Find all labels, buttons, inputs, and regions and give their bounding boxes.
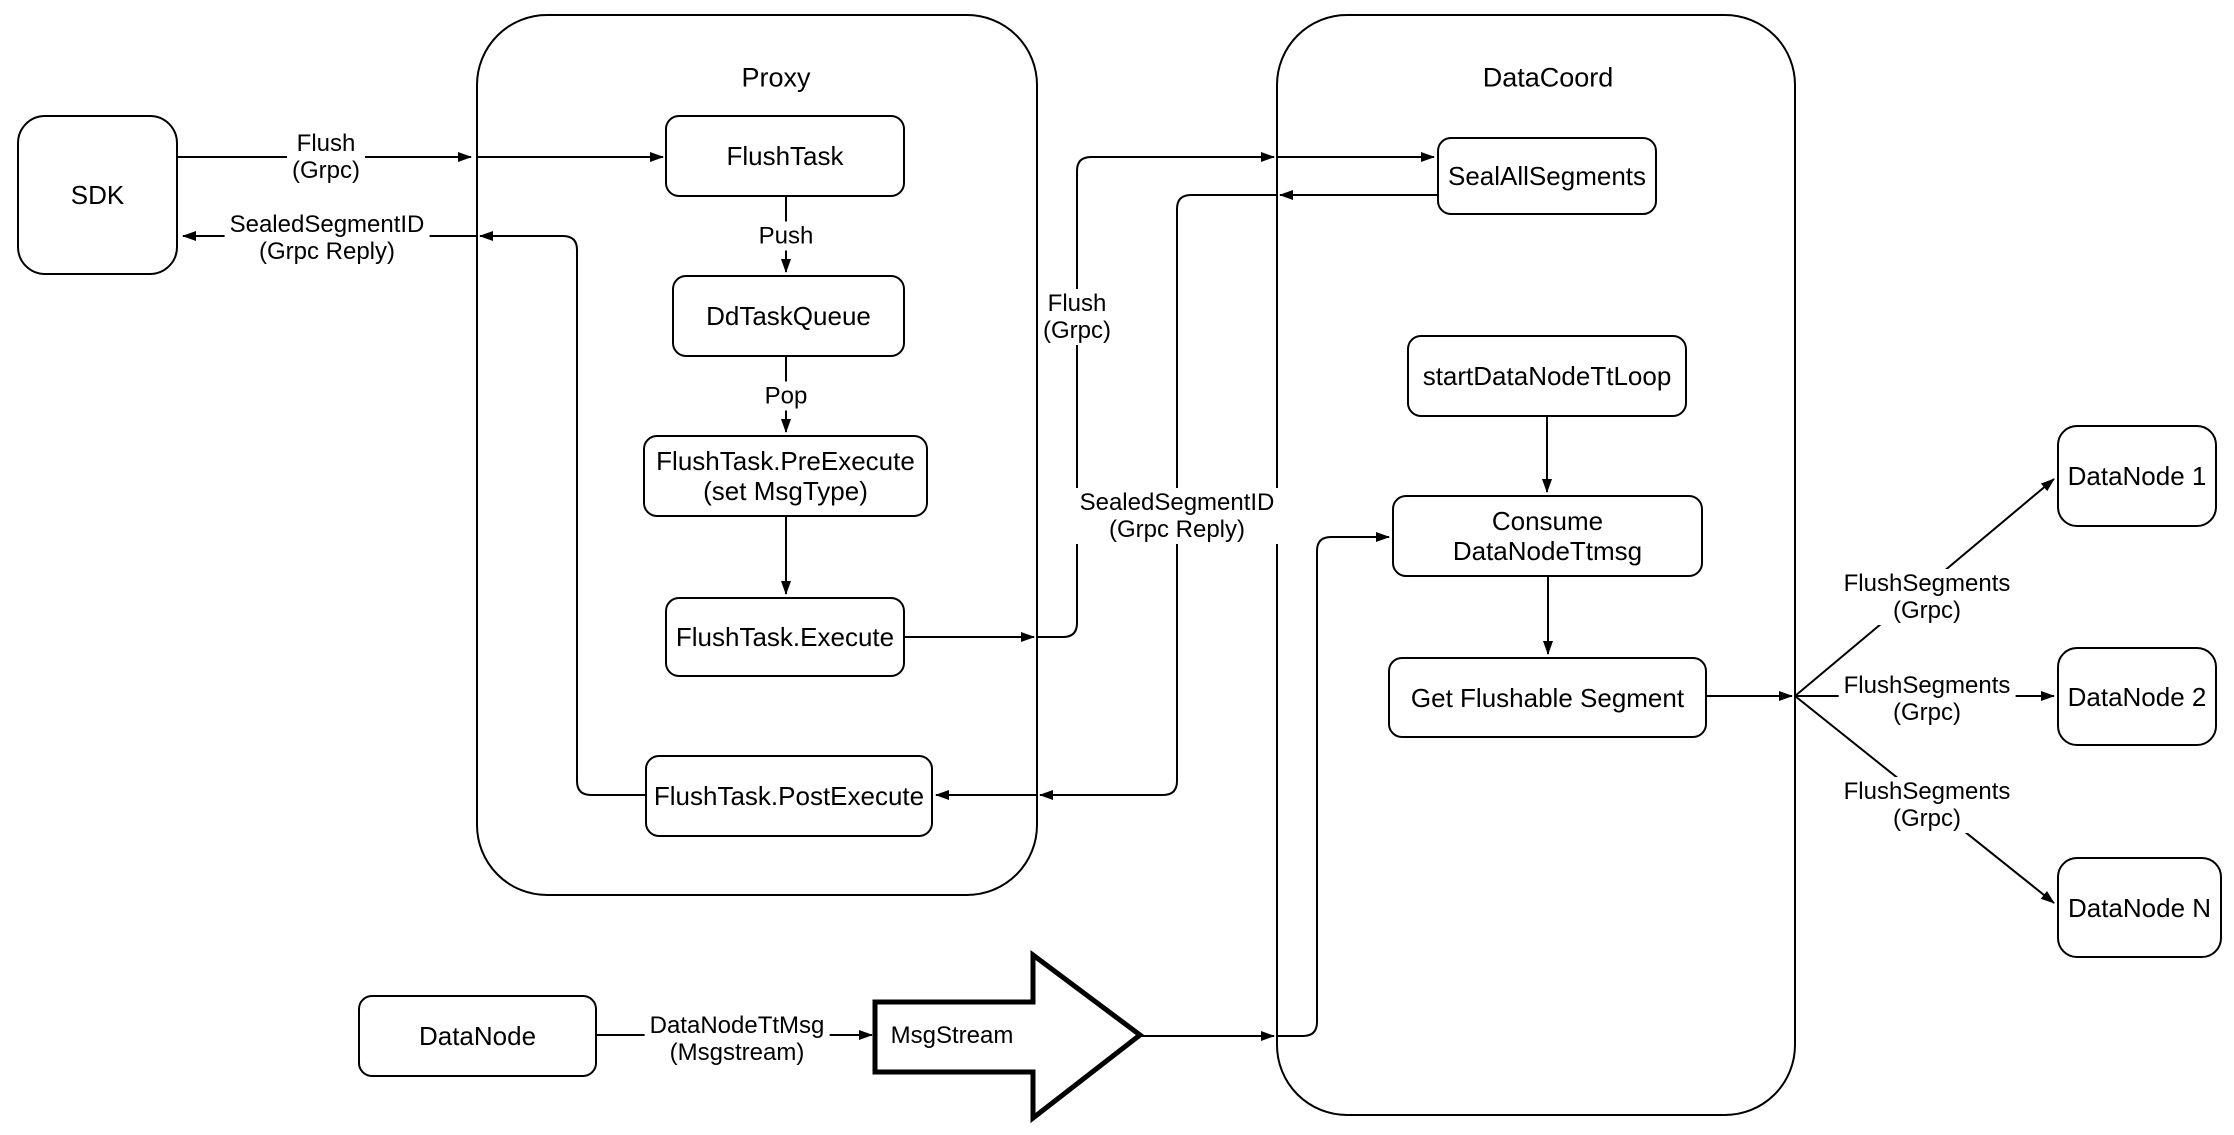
edge-label-sealedsegmentid-sdk: SealedSegmentID (Grpc Reply) xyxy=(224,210,430,266)
edge-flush-route-to-datacoord xyxy=(1037,152,1275,638)
node-datanode1-label: DataNode 1 xyxy=(2067,461,2207,491)
node-startdatanodettloop: startDataNodeTtLoop xyxy=(1407,335,1687,417)
edge-label-flushsegments-n: FlushSegments (Grpc) xyxy=(1838,777,2016,833)
node-datanoden-label: DataNode N xyxy=(2067,892,2212,923)
node-preexecute-label-line1: FlushTask.PreExecute xyxy=(656,446,915,476)
edge-label-line: DataNodeTtMsg xyxy=(649,1012,825,1039)
edge-label-line: (Grpc) xyxy=(1043,317,1111,344)
edge-label-datanodettmsg: DataNodeTtMsg (Msgstream) xyxy=(644,1011,830,1067)
datacoord-title: DataCoord xyxy=(1482,62,1614,93)
edge-label-sealedsegmentid-reply: SealedSegmentID (Grpc Reply) xyxy=(1074,488,1280,544)
node-datanode-source: DataNode xyxy=(358,995,597,1077)
edge-label-line: SealedSegmentID xyxy=(1079,489,1275,516)
node-sdk: SDK xyxy=(17,115,178,275)
msgstream-arrow-shape xyxy=(872,950,1145,1124)
edge-label-flushsegments-2: FlushSegments (Grpc) xyxy=(1838,671,2016,727)
node-preexecute: FlushTask.PreExecute (set MsgType) xyxy=(643,435,928,517)
edge-label-line: FlushSegments xyxy=(1843,570,2011,597)
node-flushtask-label: FlushTask xyxy=(726,141,844,171)
edge-label-line: (Grpc Reply) xyxy=(258,238,396,265)
edge-label-line: SealedSegmentID xyxy=(229,211,425,238)
edge-label-line: (Msgstream) xyxy=(669,1039,805,1066)
node-consumedatanodettmsg: Consume DataNodeTtmsg xyxy=(1392,495,1703,577)
node-sdk-label: SDK xyxy=(70,180,125,210)
edge-label-push: Push xyxy=(753,221,819,251)
node-ddtaskqueue-label: DdTaskQueue xyxy=(706,301,871,331)
node-getflushablesegment-label: Get Flushable Segment xyxy=(1410,682,1685,713)
node-ddtaskqueue: DdTaskQueue xyxy=(672,275,905,357)
node-datanode2: DataNode 2 xyxy=(2057,647,2217,746)
proxy-title: Proxy xyxy=(741,62,811,93)
edge-label-line: (Grpc) xyxy=(1893,805,1961,832)
node-execute: FlushTask.Execute xyxy=(665,597,905,677)
node-sealallsegments: SealAllSegments xyxy=(1437,137,1657,215)
edge-label-line: (Grpc) xyxy=(1893,597,1961,624)
edge-label-line: FlushSegments xyxy=(1843,778,2011,805)
datacoord-container xyxy=(1276,14,1796,1116)
proxy-container xyxy=(476,14,1038,896)
node-flushtask: FlushTask xyxy=(665,115,905,197)
edge-label-line: FlushSegments xyxy=(1843,672,2011,699)
node-postexecute: FlushTask.PostExecute xyxy=(645,755,933,837)
node-datanoden: DataNode N xyxy=(2057,857,2222,958)
node-consumedatanodettmsg-label: Consume DataNodeTtmsg xyxy=(1452,506,1643,566)
node-datanode2-label: DataNode 2 xyxy=(2067,681,2207,712)
node-datanode1: DataNode 1 xyxy=(2057,425,2217,527)
edge-msgstream-route-to-consume xyxy=(1277,532,1390,1037)
edge-label-line: (Grpc Reply) xyxy=(1108,516,1246,543)
edge-label-line: (Grpc) xyxy=(292,157,360,184)
node-postexecute-label: FlushTask.PostExecute xyxy=(653,781,925,811)
node-getflushablesegment: Get Flushable Segment xyxy=(1388,657,1707,738)
edge-label-line: Flush xyxy=(1047,290,1107,317)
edge-postexecute-to-proxy-edge xyxy=(479,231,645,796)
node-sealallsegments-label: SealAllSegments xyxy=(1448,161,1646,191)
edge-label-flushsegments-1: FlushSegments (Grpc) xyxy=(1838,569,2016,625)
node-execute-label: FlushTask.Execute xyxy=(675,622,895,652)
node-preexecute-label-line2: (set MsgType) xyxy=(703,476,868,506)
edge-label-flush-grpc-sdk: Flush (Grpc) xyxy=(287,129,365,185)
node-datanode-source-label: DataNode xyxy=(418,1021,537,1051)
edge-label-line: Flush xyxy=(296,130,356,157)
msgstream-label: MsgStream xyxy=(890,1022,1014,1049)
edge-label-line: (Grpc) xyxy=(1893,699,1961,726)
edge-label-flush-grpc-datacoord: Flush (Grpc) xyxy=(1038,289,1116,345)
node-startdatanodettloop-label: startDataNodeTtLoop xyxy=(1422,361,1672,391)
edge-label-pop: Pop xyxy=(759,381,813,411)
